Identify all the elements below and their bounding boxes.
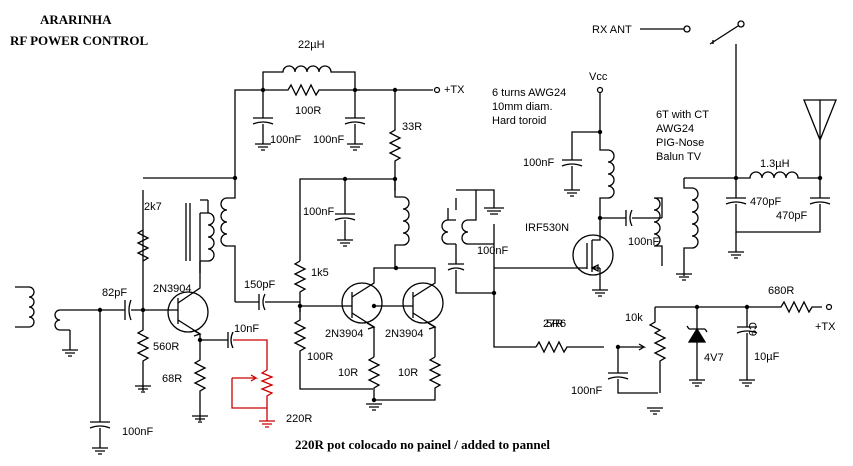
output-transformer: 100nF (394, 179, 508, 296)
label-q1: 2N3904 (153, 283, 192, 295)
label-c-top1: 100nF (270, 134, 301, 146)
resistor-10r-a: 10R (338, 356, 381, 400)
label-vcc: Vcc (589, 71, 608, 83)
title-line1: ARARINHA (40, 12, 112, 27)
label-r680: 680R (768, 285, 794, 297)
capacitor-out: 100nF (600, 209, 662, 248)
capacitor-100nf-input: 100nF (89, 307, 153, 455)
label-c-gate: 100nF (571, 385, 602, 397)
label-rx-ant: RX ANT (592, 24, 632, 36)
resistor-10r-b: 10R (374, 356, 442, 401)
label-r10b: 10R (398, 367, 418, 379)
label-r-gate-over: 27R (543, 318, 563, 330)
label-r10a: 10R (338, 367, 358, 379)
label-c470b: 470pF (776, 210, 807, 222)
label-balun3: PIG-Nose (656, 137, 704, 149)
capacitor-10nf: 10nF (200, 323, 259, 349)
capacitor-82pf: 82pF (100, 287, 143, 321)
label-c150: 150pF (244, 279, 275, 291)
label-zener: 4V7 (704, 352, 724, 364)
resistor-680r: 680R +TX (747, 285, 836, 333)
label-c-top2: 100nF (313, 134, 344, 146)
label-mosfet: IRF530N (525, 222, 569, 234)
label-toroid1: 6 turns AWG24 (492, 87, 566, 99)
label-r2k7: 2k7 (144, 201, 162, 213)
label-c10u: 10µF (754, 351, 780, 363)
collector-transformer (185, 175, 238, 290)
label-c470a: 470pF (750, 196, 781, 208)
transistor-q1: 2N3904 (143, 273, 209, 340)
label-r560: 560R (153, 341, 179, 353)
label-c10n: 10nF (234, 323, 259, 335)
label-c82: 82pF (102, 287, 127, 299)
capacitor-150pf: 150pF (235, 279, 300, 311)
resistor-560r: 560R (135, 310, 179, 393)
mosfet-irf530n: IRF530N (494, 218, 614, 297)
label-r33: 33R (402, 121, 422, 133)
label-toroid3: Hard toroid (492, 115, 546, 127)
antenna-icon (803, 99, 837, 178)
label-c-vcc: 100nF (523, 157, 554, 169)
zener-diode: 4V7 (686, 325, 724, 387)
label-q3: 2N3904 (385, 328, 424, 340)
label-q2: 2N3904 (325, 328, 364, 340)
output-pi-filter: 1.3µH 470pF 470pF (725, 158, 831, 259)
transistor-q3: 2N3904 (371, 267, 444, 357)
resistor-68r: 68R (162, 340, 208, 423)
transistor-q2: 2N3904 (325, 267, 396, 357)
rx-ant-switch: RX ANT (592, 20, 745, 181)
label-r100-mid: 100R (307, 351, 333, 363)
footer-note: 220R pot colocado no painel / added to p… (295, 437, 550, 452)
label-tx-right: +TX (815, 321, 836, 333)
gate-bias: 5R6 27R 100nF 10k (493, 293, 700, 415)
label-r-top: 100R (295, 105, 321, 117)
potentiometer-220r: 220R (231, 339, 312, 428)
label-r68: 68R (162, 373, 182, 385)
label-c9: C9 (746, 322, 758, 336)
vcc-terminal (596, 86, 604, 94)
balun-transformer: 6T with CT AWG24 PIG-Nose Balun TV (653, 109, 736, 281)
label-toroid2: 10mm diam. (492, 101, 553, 113)
label-c-coupling: 100nF (477, 245, 508, 257)
drain-choke: 100nF (523, 92, 615, 221)
label-c100-bottom: 100nF (122, 426, 153, 438)
capacitor-10uf: C9 10µF (697, 304, 780, 387)
label-c-mid: 100nF (303, 206, 334, 218)
label-pot220: 220R (286, 413, 312, 425)
label-l-out: 1.3µH (760, 158, 790, 170)
label-tx-top: +TX (444, 84, 465, 96)
label-c-out: 100nF (628, 236, 659, 248)
label-r1k5: 1k5 (311, 267, 329, 279)
label-pot10k: 10k (625, 312, 643, 324)
label-balun1: 6T with CT (656, 109, 709, 121)
label-inductor-top: 22µH (298, 39, 325, 51)
label-r-gate-base: 5R6 (546, 318, 566, 330)
bias-network: 100nF 1k5 100R (293, 176, 395, 390)
supply-filter: 22µH 100R 100nF 100nF +TX (234, 39, 465, 178)
title-line2: RF POWER CONTROL (10, 33, 149, 48)
resistor-2k7: 2k7 (136, 190, 162, 310)
label-balun4: Balun TV (656, 151, 702, 163)
resistor-33r: 33R (388, 90, 422, 191)
label-balun2: AWG24 (656, 123, 694, 135)
input-transformer (15, 286, 100, 357)
